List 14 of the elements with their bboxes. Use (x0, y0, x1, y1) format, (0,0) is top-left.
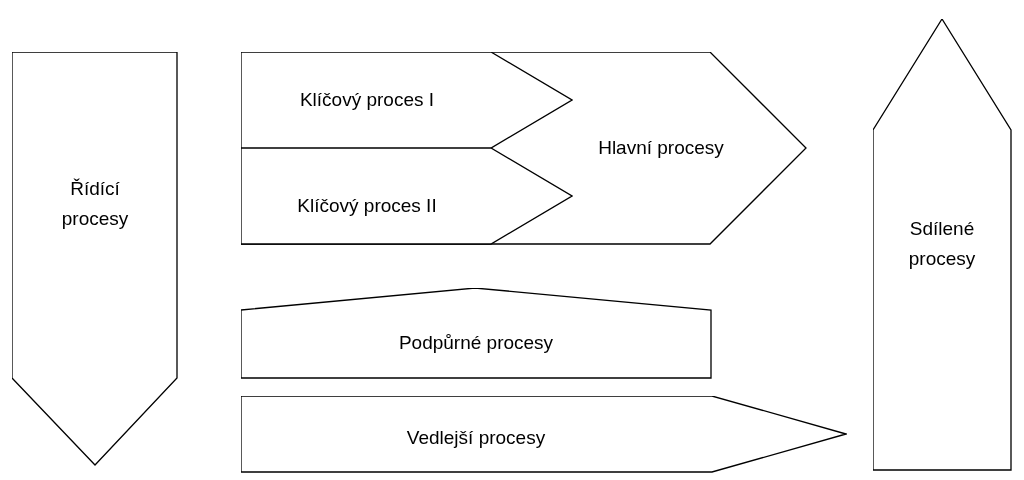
pentagon-process-box (241, 396, 847, 473)
process-label: Podpůrné procesy (397, 331, 555, 355)
process-label: Hlavní procesy (597, 136, 725, 160)
process-label: Řídící procesy (60, 177, 130, 231)
pentagon-process-box (873, 19, 1012, 471)
pentagon-process-box (241, 52, 807, 245)
process-label: Vedlejší procesy (405, 426, 547, 450)
pentagon-process-box (241, 148, 573, 245)
process-label: Klíčový proces I (298, 88, 436, 112)
pentagon-process-box (241, 52, 573, 149)
pentagon-process-box (12, 52, 178, 466)
roof-shaped-box (241, 288, 712, 379)
process-label: Klíčový proces II (296, 194, 438, 218)
process-label: Sdílené procesy (907, 217, 977, 271)
